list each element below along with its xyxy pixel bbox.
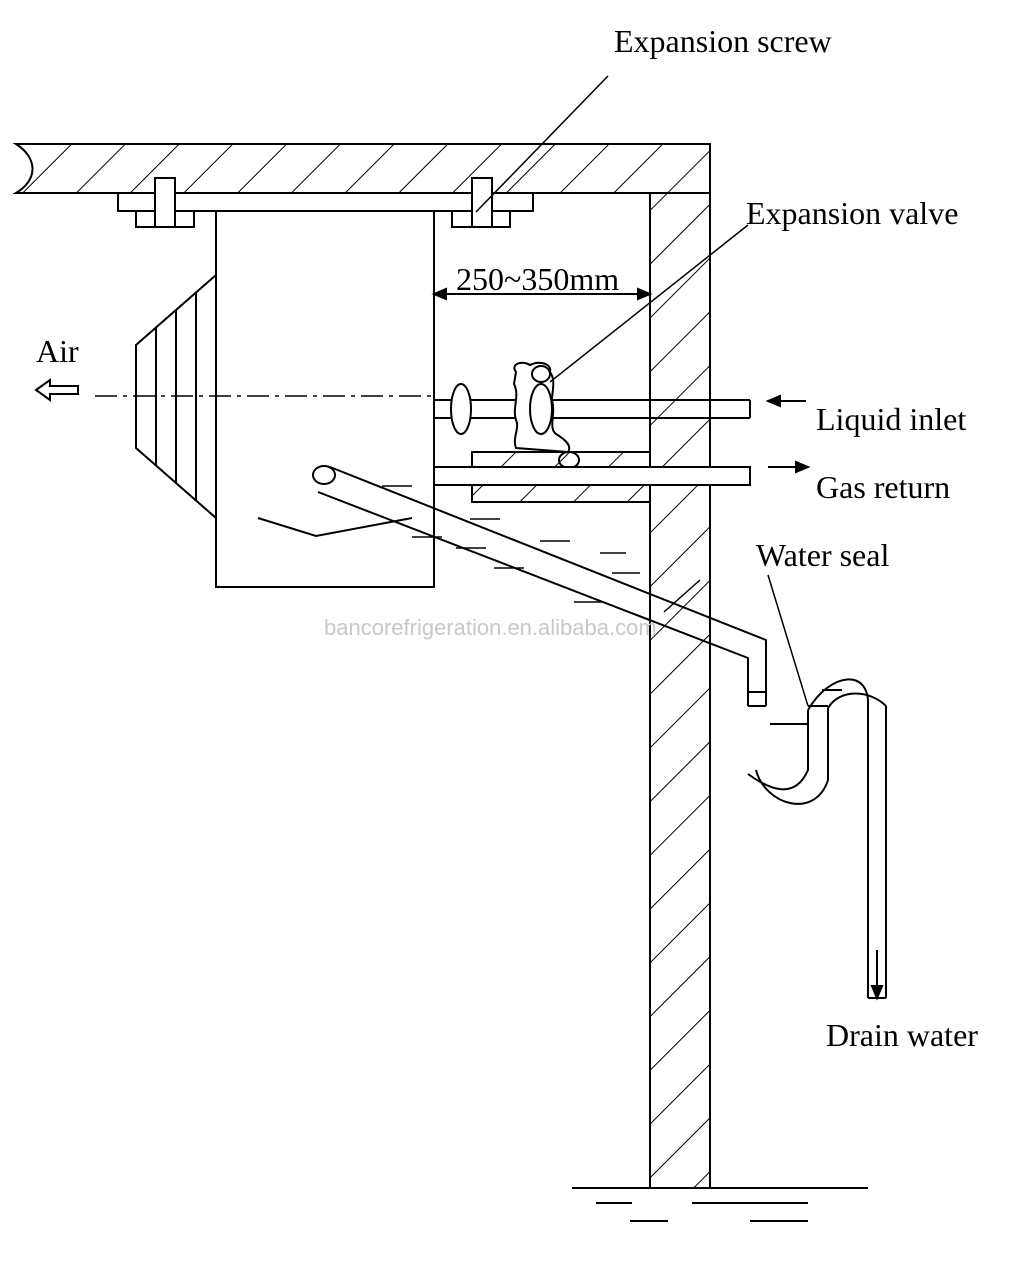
label-expansion-valve: Expansion valve	[746, 195, 958, 231]
expansion-screw-left	[154, 177, 176, 228]
mounting-bracket	[117, 192, 534, 228]
water-seal-trap	[747, 678, 887, 999]
indoor-unit-body	[215, 210, 435, 588]
label-gas-return: Gas return	[816, 469, 950, 505]
drain-pipe	[312, 465, 767, 707]
air-arrow-icon	[34, 378, 79, 402]
label-expansion-screw: Expansion screw	[614, 23, 832, 59]
label-dimension: 250~350mm	[456, 261, 619, 297]
drain-arrow-icon	[870, 950, 884, 1001]
label-air: Air	[36, 333, 79, 369]
dimension-line	[431, 287, 653, 301]
label-water-seal: Water seal	[756, 537, 889, 573]
ground-symbol	[572, 1187, 868, 1222]
drain-tray	[257, 517, 413, 538]
gas-return-pipe	[433, 451, 751, 503]
wall	[649, 192, 711, 1189]
ceiling-slab	[12, 143, 711, 194]
gas-return-arrow-icon	[768, 460, 811, 474]
label-drain-water: Drain water	[826, 1017, 978, 1053]
label-liquid-inlet: Liquid inlet	[816, 401, 966, 437]
watermark-text: bancorefrigeration.en.alibaba.com	[324, 615, 657, 640]
leader-lines	[475, 75, 809, 707]
liquid-inlet-arrow-icon	[765, 394, 806, 408]
expansion-screw-right	[471, 177, 493, 228]
liquid-pipe	[434, 383, 751, 435]
